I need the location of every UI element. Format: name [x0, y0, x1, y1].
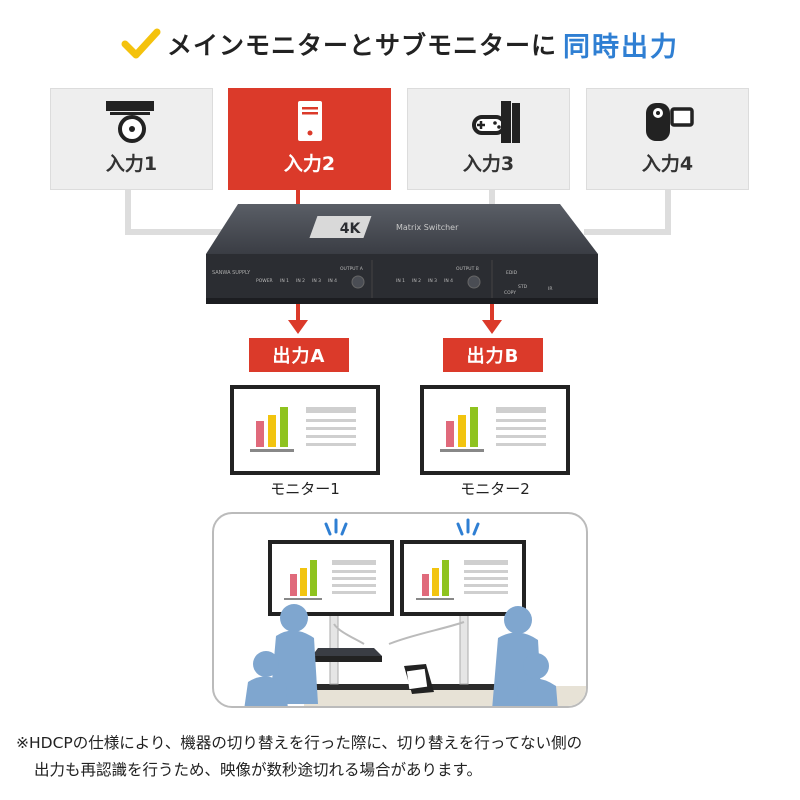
svg-text:IN 2: IN 2: [296, 278, 305, 284]
people-right: [492, 606, 558, 706]
svg-text:COPY: COPY: [504, 290, 516, 296]
svg-text:IR: IR: [548, 286, 552, 292]
hdcp-note-line-2: 出力も再認識を行うため、映像が数秒途切れる場合があります。: [34, 761, 482, 779]
scene-monitor-right: [400, 540, 526, 616]
svg-text:IN 3: IN 3: [428, 278, 437, 284]
svg-text:IN 2: IN 2: [412, 278, 421, 284]
input-3-box: 入力3: [407, 88, 570, 190]
monitor-2: [420, 385, 570, 475]
monitor-2-text-lines: [496, 407, 546, 446]
input-3-label: 入力3: [462, 153, 515, 175]
svg-text:POWER: POWER: [256, 278, 273, 284]
people-left: [244, 604, 318, 706]
input-4-label: 入力4: [641, 153, 694, 175]
svg-text:EDID: EDID: [506, 270, 518, 276]
monitor-1-bar-chart: [250, 407, 294, 452]
check-mark-icon: [121, 28, 161, 59]
headline-text: メインモニターとサブモニターに: [166, 31, 557, 60]
attention-marks: [324, 518, 480, 536]
device-4k-badge: 4K: [309, 216, 372, 238]
input-1-box: 入力1: [50, 88, 213, 190]
input-2-box: 入力2: [228, 88, 391, 190]
monitor-1-label: モニター1: [270, 480, 340, 498]
game-console-icon: [471, 101, 520, 143]
monitor-2-label: モニター2: [460, 480, 530, 498]
pc-tower-icon: [297, 101, 322, 141]
input-4-box: 入力4: [586, 88, 749, 190]
scene-monitor-left: [268, 540, 394, 616]
video-camera-icon: [645, 103, 694, 141]
office-scene-illustration: [244, 518, 586, 706]
hdcp-note-line-1: ※HDCPの仕様により、機器の切り替えを行った際に、切り替えを行ってない側の: [16, 734, 583, 752]
output-b-badge: 出力B: [443, 338, 543, 372]
office-scene: [212, 512, 588, 708]
headline: メインモニターとサブモニターに 同時出力: [0, 22, 800, 66]
input-2-label: 入力2: [283, 153, 336, 175]
svg-text:STD: STD: [518, 284, 528, 290]
svg-text:IN 1: IN 1: [280, 278, 289, 284]
svg-text:OUTPUT B: OUTPUT B: [456, 266, 479, 272]
hdcp-note: ※HDCPの仕様により、機器の切り替えを行った際に、切り替えを行ってない側の 出…: [16, 730, 786, 784]
input-1-label: 入力1: [105, 153, 158, 175]
monitor-1-text-lines: [306, 407, 356, 446]
device-brand-text: SANWA SUPPLY: [212, 270, 251, 276]
headline-accent: 同時出力: [563, 31, 679, 63]
svg-text:IN 1: IN 1: [396, 278, 405, 284]
svg-text:IN 3: IN 3: [312, 278, 321, 284]
output-a-badge: 出力A: [249, 338, 349, 372]
svg-text:OUTPUT A: OUTPUT A: [340, 266, 364, 272]
matrix-switcher-device: 4K Matrix Switcher SANWA SUPPLY POWER IN…: [206, 204, 598, 304]
svg-text:4K: 4K: [340, 221, 362, 237]
dvd-player-icon: [105, 101, 154, 143]
monitor-2-bar-chart: [440, 407, 484, 452]
monitor-1: [230, 385, 380, 475]
device-model-text: Matrix Switcher: [396, 223, 459, 232]
svg-text:IN 4: IN 4: [328, 278, 337, 284]
svg-text:IN 4: IN 4: [444, 278, 453, 284]
